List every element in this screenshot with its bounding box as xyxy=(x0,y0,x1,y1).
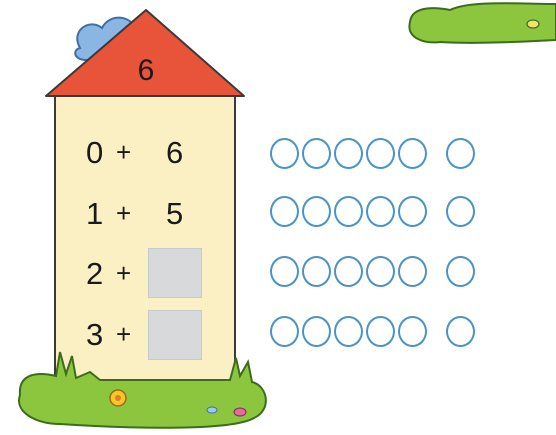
flower-icon xyxy=(234,408,246,416)
counting-circle[interactable] xyxy=(302,138,331,169)
counting-circle[interactable] xyxy=(302,316,331,347)
counting-circle[interactable] xyxy=(334,196,363,227)
counting-circle[interactable] xyxy=(366,138,395,169)
plus-sign: + xyxy=(116,321,131,347)
addend-b: 5 xyxy=(166,198,183,229)
roof-number: 6 xyxy=(126,54,166,88)
counting-circle-row xyxy=(270,256,556,290)
counting-circle[interactable] xyxy=(302,196,331,227)
counting-circle[interactable] xyxy=(366,316,395,347)
counting-circle[interactable] xyxy=(446,316,475,347)
counting-circle[interactable] xyxy=(446,256,475,287)
counting-circle[interactable] xyxy=(398,196,427,227)
counting-circle-row xyxy=(270,316,556,350)
counting-circle[interactable] xyxy=(270,138,299,169)
counting-circle-row xyxy=(270,196,556,230)
counting-circle[interactable] xyxy=(270,316,299,347)
addend-a: 2 xyxy=(86,258,103,289)
plus-sign: + xyxy=(116,260,131,286)
flower-icon xyxy=(527,20,539,28)
plus-sign: + xyxy=(116,139,131,165)
counting-circle[interactable] xyxy=(366,196,395,227)
counting-circle[interactable] xyxy=(366,256,395,287)
flower-icon xyxy=(207,407,217,413)
counting-circle[interactable] xyxy=(334,316,363,347)
counting-circle[interactable] xyxy=(446,138,475,169)
answer-input-box[interactable] xyxy=(148,248,202,298)
addend-a: 0 xyxy=(86,137,103,168)
counting-circle[interactable] xyxy=(334,256,363,287)
answer-input-box[interactable] xyxy=(148,310,202,360)
counting-circle[interactable] xyxy=(398,138,427,169)
counting-circle[interactable] xyxy=(334,138,363,169)
addend-a: 3 xyxy=(86,319,103,350)
counting-circle[interactable] xyxy=(270,256,299,287)
counting-circle[interactable] xyxy=(398,256,427,287)
addend-b: 6 xyxy=(166,137,183,168)
addend-a: 1 xyxy=(86,198,103,229)
counting-circle[interactable] xyxy=(302,256,331,287)
counting-circle[interactable] xyxy=(270,196,299,227)
counting-circle[interactable] xyxy=(446,196,475,227)
plus-sign: + xyxy=(116,200,131,226)
counting-circle-row xyxy=(270,138,556,172)
counting-circle[interactable] xyxy=(398,316,427,347)
house-wall xyxy=(55,96,235,396)
